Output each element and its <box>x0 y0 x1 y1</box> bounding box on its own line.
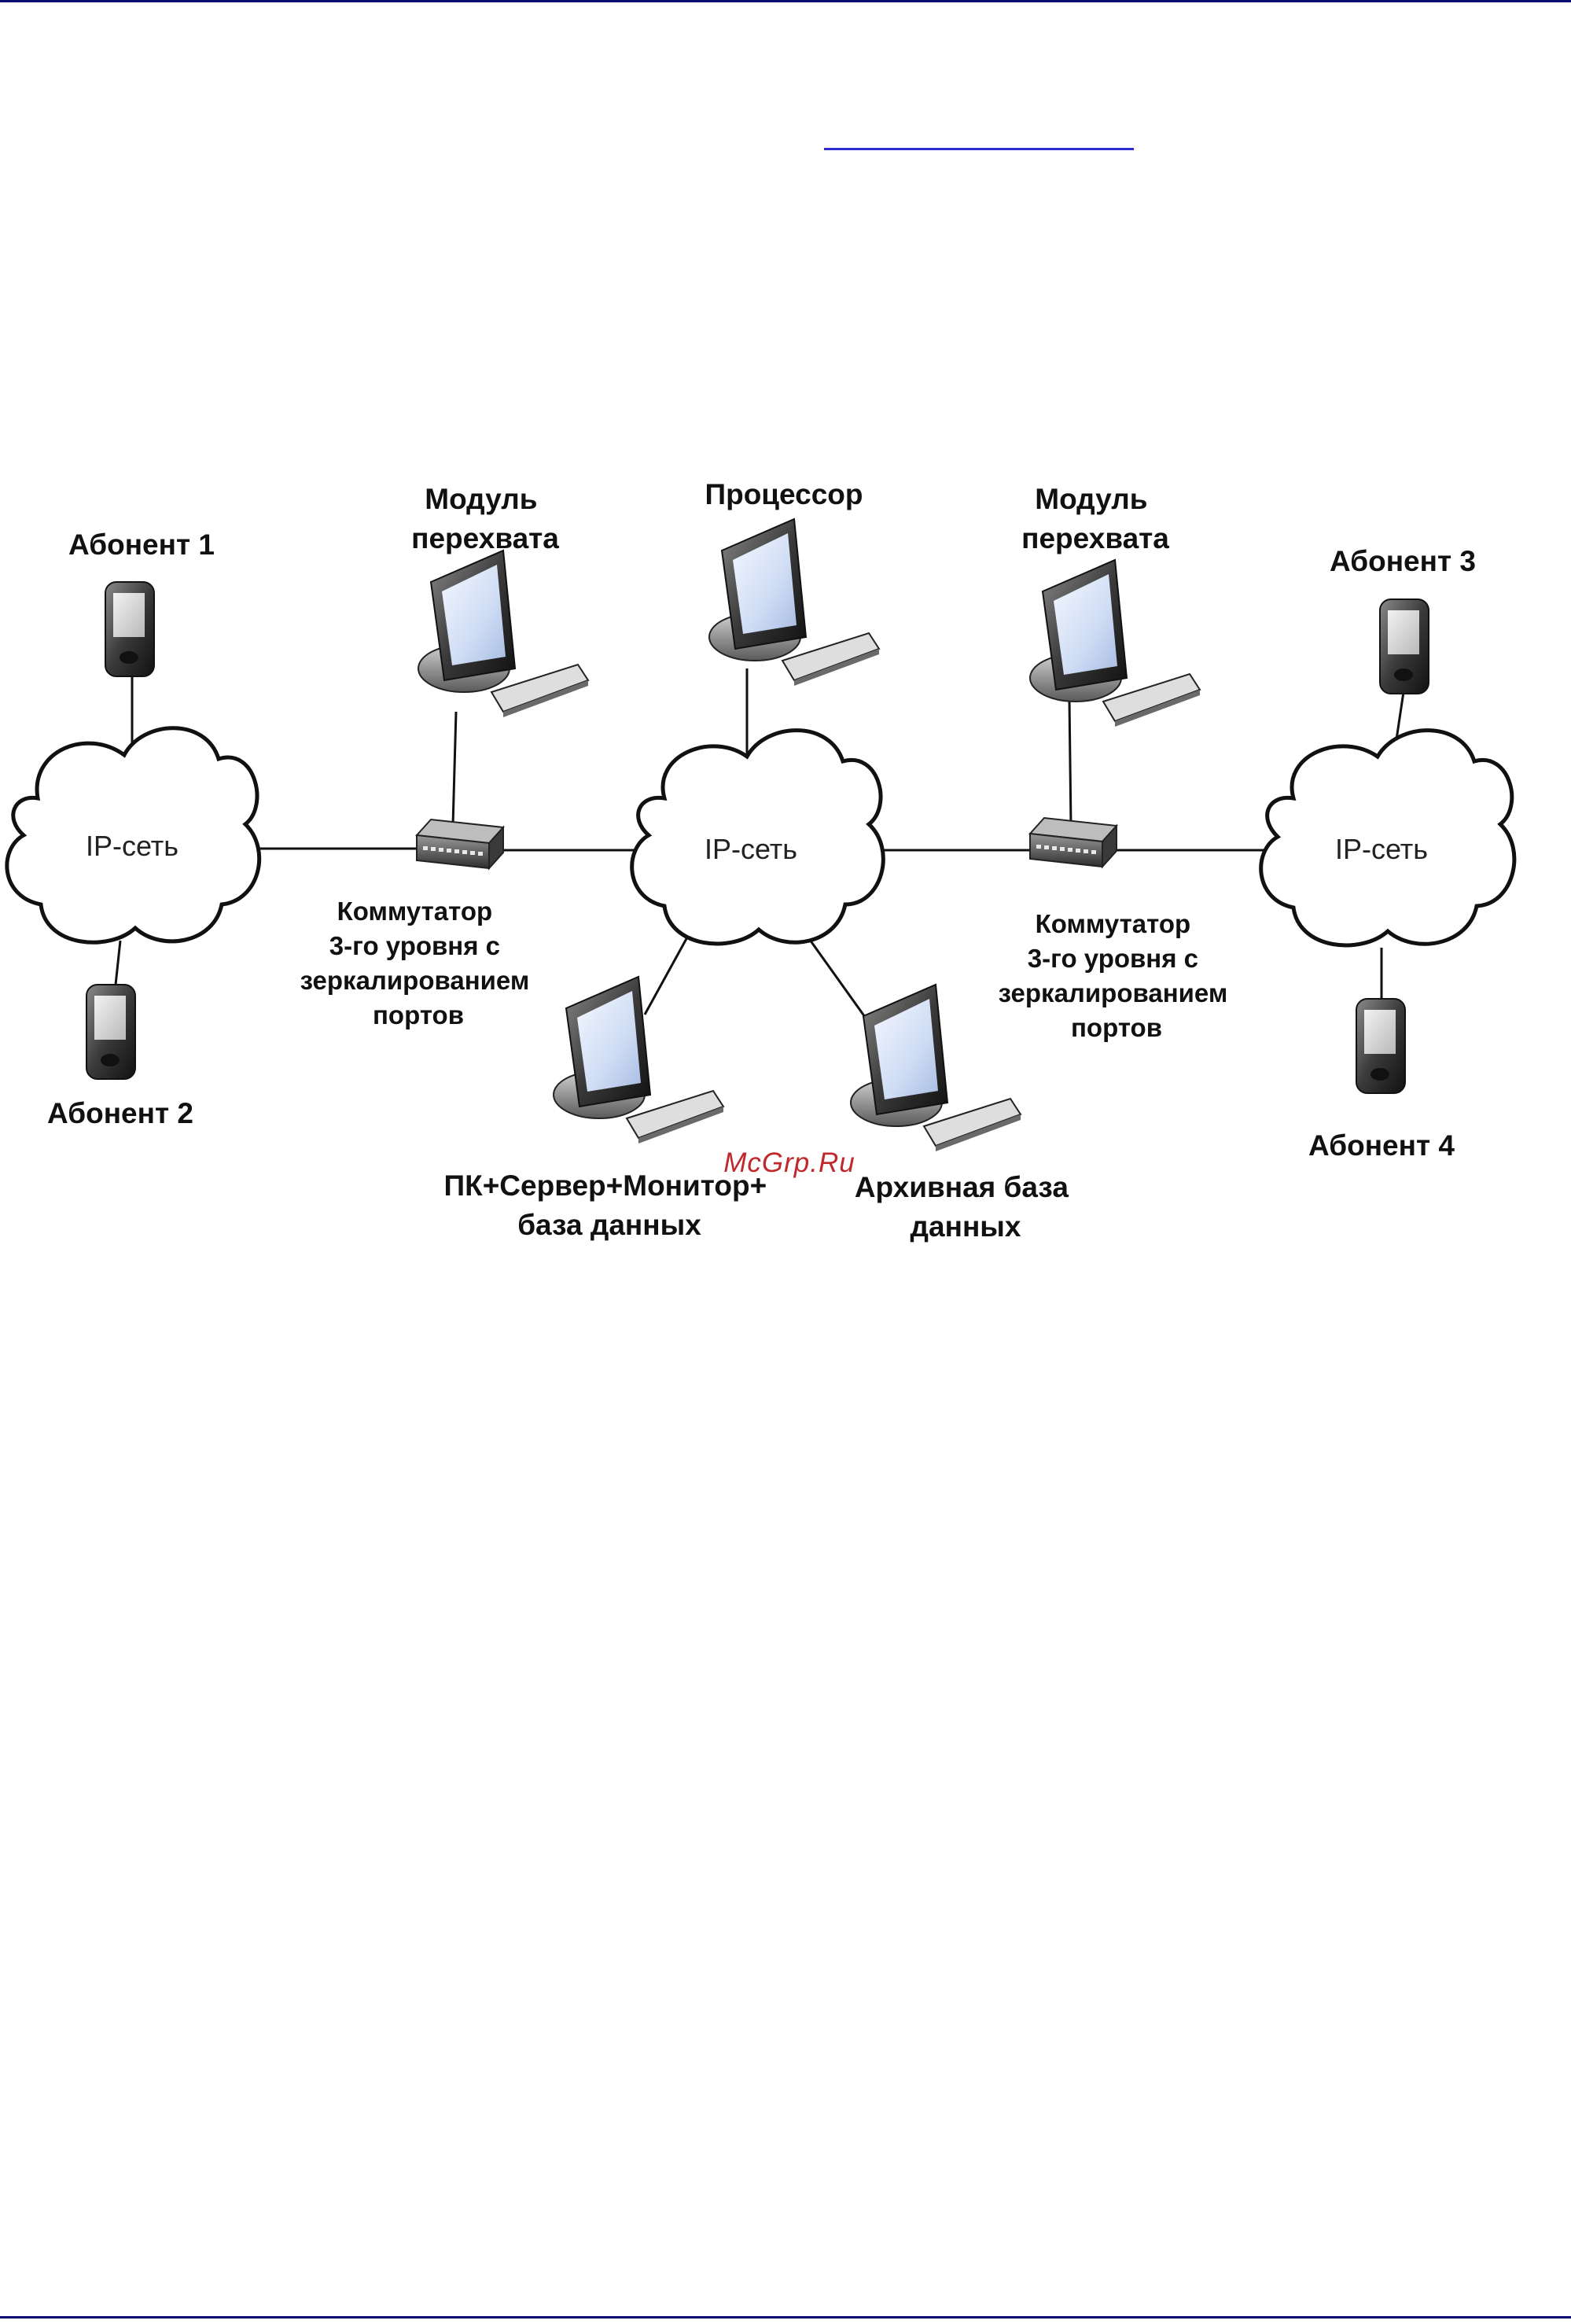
switch-right-icon <box>1030 818 1117 867</box>
phone-icon-sub3 <box>1380 599 1429 694</box>
label-archive: Архивная база данных <box>855 1171 1076 1243</box>
phone-icon-sub4 <box>1356 999 1405 1093</box>
label-switch-left-line3: зеркалированием <box>300 966 530 995</box>
link-cloud-center-archive <box>810 940 869 1022</box>
link-cloud-center-pc-server <box>645 936 688 1015</box>
ip-cloud-right: IP-сеть <box>1261 731 1514 945</box>
link-cloud-left-sub2 <box>116 941 120 985</box>
label-switch-left: Коммутатор 3-го уровня с зеркалированием… <box>300 897 537 1029</box>
ip-cloud-center: IP-сеть <box>632 731 884 944</box>
label-intercept-right-line1: Модуль <box>1035 483 1147 515</box>
label-intercept-left-line1: Модуль <box>425 483 537 515</box>
computer-icon-intercept-right <box>1030 560 1200 727</box>
ip-cloud-left: IP-сеть <box>7 728 259 942</box>
label-switch-right-line4: портов <box>1071 1013 1162 1042</box>
label-archive-line2: данных <box>911 1210 1021 1243</box>
label-pc-server-line1: ПК+Сервер+Монитор+ <box>444 1169 767 1202</box>
label-archive-line1: Архивная база <box>855 1171 1069 1203</box>
label-sub2: Абонент 2 <box>47 1097 193 1129</box>
bottom-border-rule <box>0 2316 1571 2318</box>
label-intercept-right-line2: перехвата <box>1021 522 1169 554</box>
label-switch-left-line1: Коммутатор <box>337 897 493 926</box>
cloud-label-left: IP-сеть <box>86 830 178 862</box>
phone-icon-sub2 <box>86 985 135 1079</box>
watermark: McGrp.Ru <box>723 1147 855 1178</box>
label-switch-right-line2: 3-го уровня с <box>1028 944 1198 973</box>
computer-icon-archive <box>851 985 1021 1151</box>
label-switch-right: Коммутатор 3-го уровня с зеркалированием… <box>999 909 1235 1042</box>
label-sub1: Абонент 1 <box>68 529 215 561</box>
label-switch-left-line2: 3-го уровня с <box>329 931 500 960</box>
phone-icon-sub1 <box>105 582 154 676</box>
label-intercept-right: Модуль перехвата <box>1021 483 1169 554</box>
computer-icon-intercept-left <box>418 551 588 717</box>
link-intercept-left-switch <box>453 712 456 826</box>
label-processor: Процессор <box>705 478 863 510</box>
label-switch-right-line3: зеркалированием <box>999 978 1228 1007</box>
label-switch-right-line1: Коммутатор <box>1036 909 1191 938</box>
computer-icon-pc-server <box>554 977 723 1144</box>
label-sub3: Абонент 3 <box>1330 545 1476 577</box>
computer-icon-processor <box>709 519 879 686</box>
label-pc-server-line2: база данных <box>517 1209 701 1241</box>
label-pc-server: ПК+Сервер+Монитор+ база данных <box>444 1169 775 1241</box>
label-processor-line1: Процессор <box>705 478 863 510</box>
label-intercept-left-line2: перехвата <box>411 522 559 554</box>
switch-left-icon <box>417 819 503 868</box>
label-switch-left-line4: портов <box>373 1000 464 1029</box>
cloud-label-center: IP-сеть <box>705 833 797 865</box>
label-intercept-left: Модуль перехвата <box>411 483 559 554</box>
label-sub4: Абонент 4 <box>1308 1129 1455 1162</box>
cloud-label-right: IP-сеть <box>1335 833 1428 865</box>
link-intercept-right-switch <box>1069 700 1071 826</box>
